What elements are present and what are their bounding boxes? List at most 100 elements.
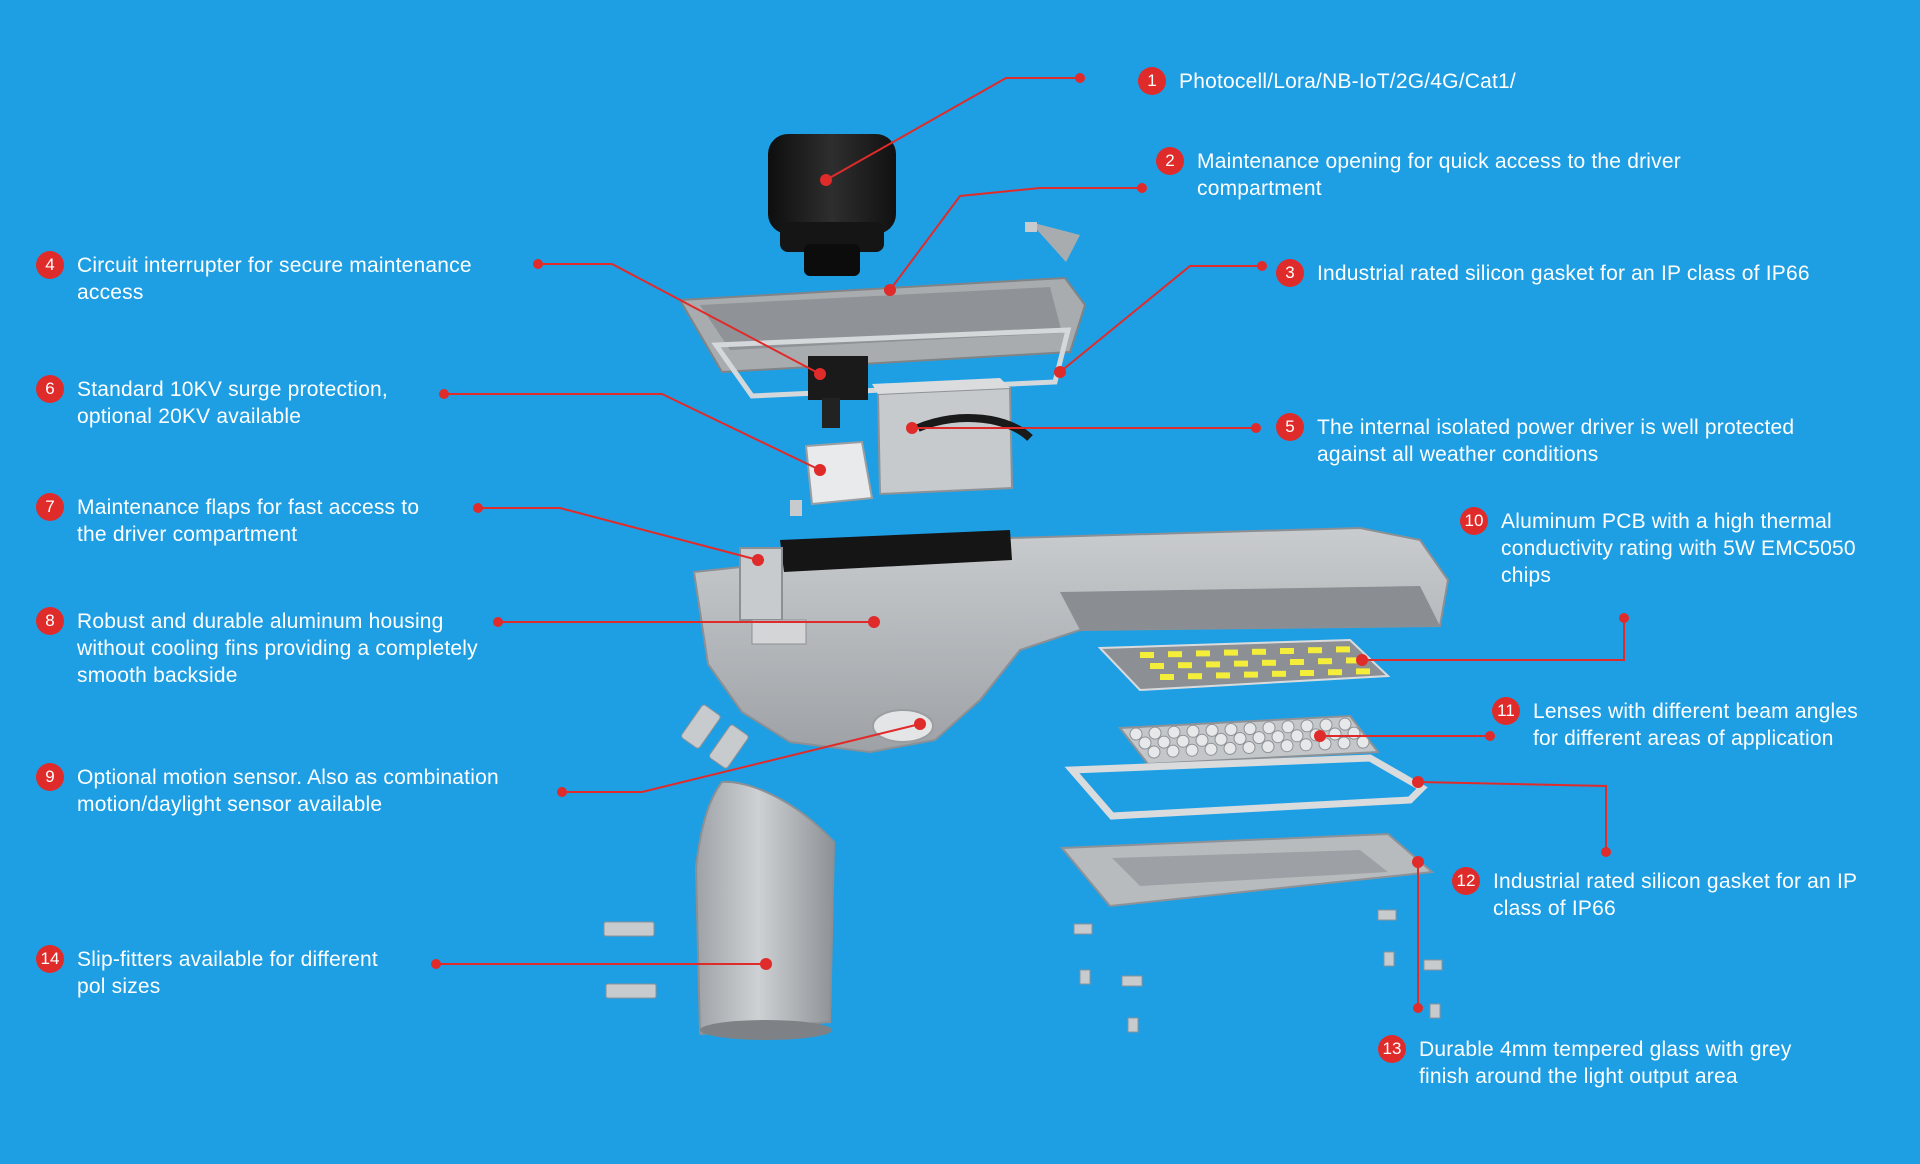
led-chip bbox=[1308, 647, 1322, 654]
callout-badge-11: 11 bbox=[1492, 697, 1520, 725]
callout-2: 2 Maintenance opening for quick access t… bbox=[1156, 147, 1681, 202]
led-chip bbox=[1252, 648, 1266, 655]
leader-dot-7 bbox=[752, 554, 764, 566]
motion-sensor-part bbox=[872, 709, 934, 743]
leader-dot-2 bbox=[884, 284, 896, 296]
main-housing-part bbox=[692, 526, 1450, 754]
leader-dot-13 bbox=[1412, 856, 1424, 868]
lens bbox=[1204, 742, 1218, 756]
leader-dot-9 bbox=[557, 787, 567, 797]
lens bbox=[1242, 741, 1256, 754]
leader-dot-11 bbox=[1314, 730, 1326, 742]
callout-text-8: Robust and durable aluminum housing with… bbox=[77, 610, 478, 687]
lens bbox=[1148, 726, 1162, 740]
callout-badge-2: 2 bbox=[1156, 147, 1184, 175]
callout-10: 10 Aluminum PCB with a high thermal cond… bbox=[1460, 507, 1856, 589]
callout-text-1: Photocell/Lora/NB-IoT/2G/4G/Cat1/ bbox=[1179, 70, 1516, 93]
surge-protector-part bbox=[790, 440, 874, 516]
leader-dot-13 bbox=[1413, 1003, 1423, 1013]
leader-dot-14 bbox=[431, 959, 441, 969]
lens bbox=[1205, 723, 1219, 737]
lens bbox=[1129, 727, 1143, 741]
leader-dot-12 bbox=[1601, 847, 1611, 857]
leader-dot-9 bbox=[914, 718, 926, 730]
lens bbox=[1261, 740, 1275, 754]
led-chip bbox=[1346, 657, 1360, 664]
leader-dot-6 bbox=[814, 464, 826, 476]
leader-dot-3 bbox=[1257, 261, 1267, 271]
callout-7: 7 Maintenance flaps for fast access to t… bbox=[36, 493, 420, 548]
lens bbox=[1195, 733, 1209, 747]
led-chip bbox=[1168, 651, 1182, 658]
led-chip bbox=[1206, 661, 1220, 668]
leader-line-3 bbox=[1059, 265, 1262, 373]
lens bbox=[1157, 735, 1171, 749]
leader-dot-10 bbox=[1356, 654, 1368, 666]
lens bbox=[1243, 722, 1257, 736]
lens bbox=[1252, 731, 1266, 745]
led-chip bbox=[1178, 662, 1192, 669]
leader-dot-8 bbox=[868, 616, 880, 628]
leader-dot-3 bbox=[1054, 366, 1066, 378]
bottom-gasket-part bbox=[1064, 754, 1428, 820]
callout-12: 12 Industrial rated silicon gasket for a… bbox=[1452, 867, 1857, 922]
led-chip bbox=[1356, 668, 1370, 675]
leader-dot-5 bbox=[906, 422, 918, 434]
callout-text-7: Maintenance flaps for fast access to the… bbox=[77, 496, 420, 546]
callout-text-5: The internal isolated power driver is we… bbox=[1317, 416, 1795, 466]
lens bbox=[1166, 744, 1180, 758]
callout-text-14: Slip-fitters available for different pol… bbox=[77, 948, 378, 998]
lens bbox=[1271, 730, 1285, 744]
leader-dot-1 bbox=[820, 174, 832, 186]
callout-text-2: Maintenance opening for quick access to … bbox=[1197, 150, 1681, 200]
callout-badge-4: 4 bbox=[36, 251, 64, 279]
leader-dot-11 bbox=[1485, 731, 1495, 741]
lens bbox=[1185, 743, 1199, 757]
leader-line-1 bbox=[825, 77, 1080, 181]
led-chip bbox=[1290, 659, 1304, 665]
callout-badge-3: 3 bbox=[1276, 259, 1304, 287]
lens bbox=[1290, 729, 1304, 743]
callout-badge-10: 10 bbox=[1460, 507, 1488, 535]
top-gasket-part bbox=[711, 327, 1072, 399]
callout-9: 9 Optional motion sensor. Also as combin… bbox=[36, 763, 499, 818]
led-chip bbox=[1272, 670, 1286, 677]
lens bbox=[1223, 741, 1237, 755]
led-chip bbox=[1150, 663, 1164, 669]
callout-text-10: Aluminum PCB with a high thermal conduct… bbox=[1501, 510, 1856, 587]
lens bbox=[1280, 739, 1294, 753]
leader-dot-4 bbox=[814, 368, 826, 380]
led-chip bbox=[1234, 660, 1248, 667]
led-chip bbox=[1140, 652, 1154, 658]
leader-line-7 bbox=[478, 507, 759, 561]
lens bbox=[1300, 719, 1314, 733]
lens bbox=[1233, 732, 1247, 745]
leader-dot-5 bbox=[1251, 423, 1261, 433]
lens bbox=[1319, 718, 1333, 732]
tempered-glass-part bbox=[1059, 832, 1435, 908]
leader-dot-14 bbox=[760, 958, 772, 970]
leader-line-6 bbox=[444, 393, 821, 471]
callout-6: 6 Standard 10KV surge protection, option… bbox=[36, 375, 388, 430]
callout-badge-12: 12 bbox=[1452, 867, 1480, 895]
led-pcb-part bbox=[1097, 638, 1391, 692]
callout-text-4: Circuit interrupter for secure maintenan… bbox=[77, 254, 472, 304]
leader-line-10 bbox=[1362, 618, 1625, 661]
callout-13: 13 Durable 4mm tempered glass with grey … bbox=[1378, 1035, 1792, 1090]
led-chip bbox=[1336, 646, 1350, 653]
led-chip bbox=[1280, 648, 1294, 654]
led-chip bbox=[1262, 659, 1276, 666]
leader-lines bbox=[431, 73, 1629, 1013]
slip-fitter-part bbox=[694, 780, 836, 1040]
leader-dot-12 bbox=[1412, 776, 1424, 788]
led-chip bbox=[1216, 672, 1230, 679]
lens bbox=[1281, 720, 1295, 734]
callout-11: 11 Lenses with different beam angles for… bbox=[1492, 697, 1858, 752]
led-chip bbox=[1300, 670, 1314, 676]
lens bbox=[1224, 723, 1238, 736]
lens bbox=[1214, 732, 1228, 746]
lens bbox=[1338, 717, 1352, 731]
leader-dot-8 bbox=[493, 617, 503, 627]
